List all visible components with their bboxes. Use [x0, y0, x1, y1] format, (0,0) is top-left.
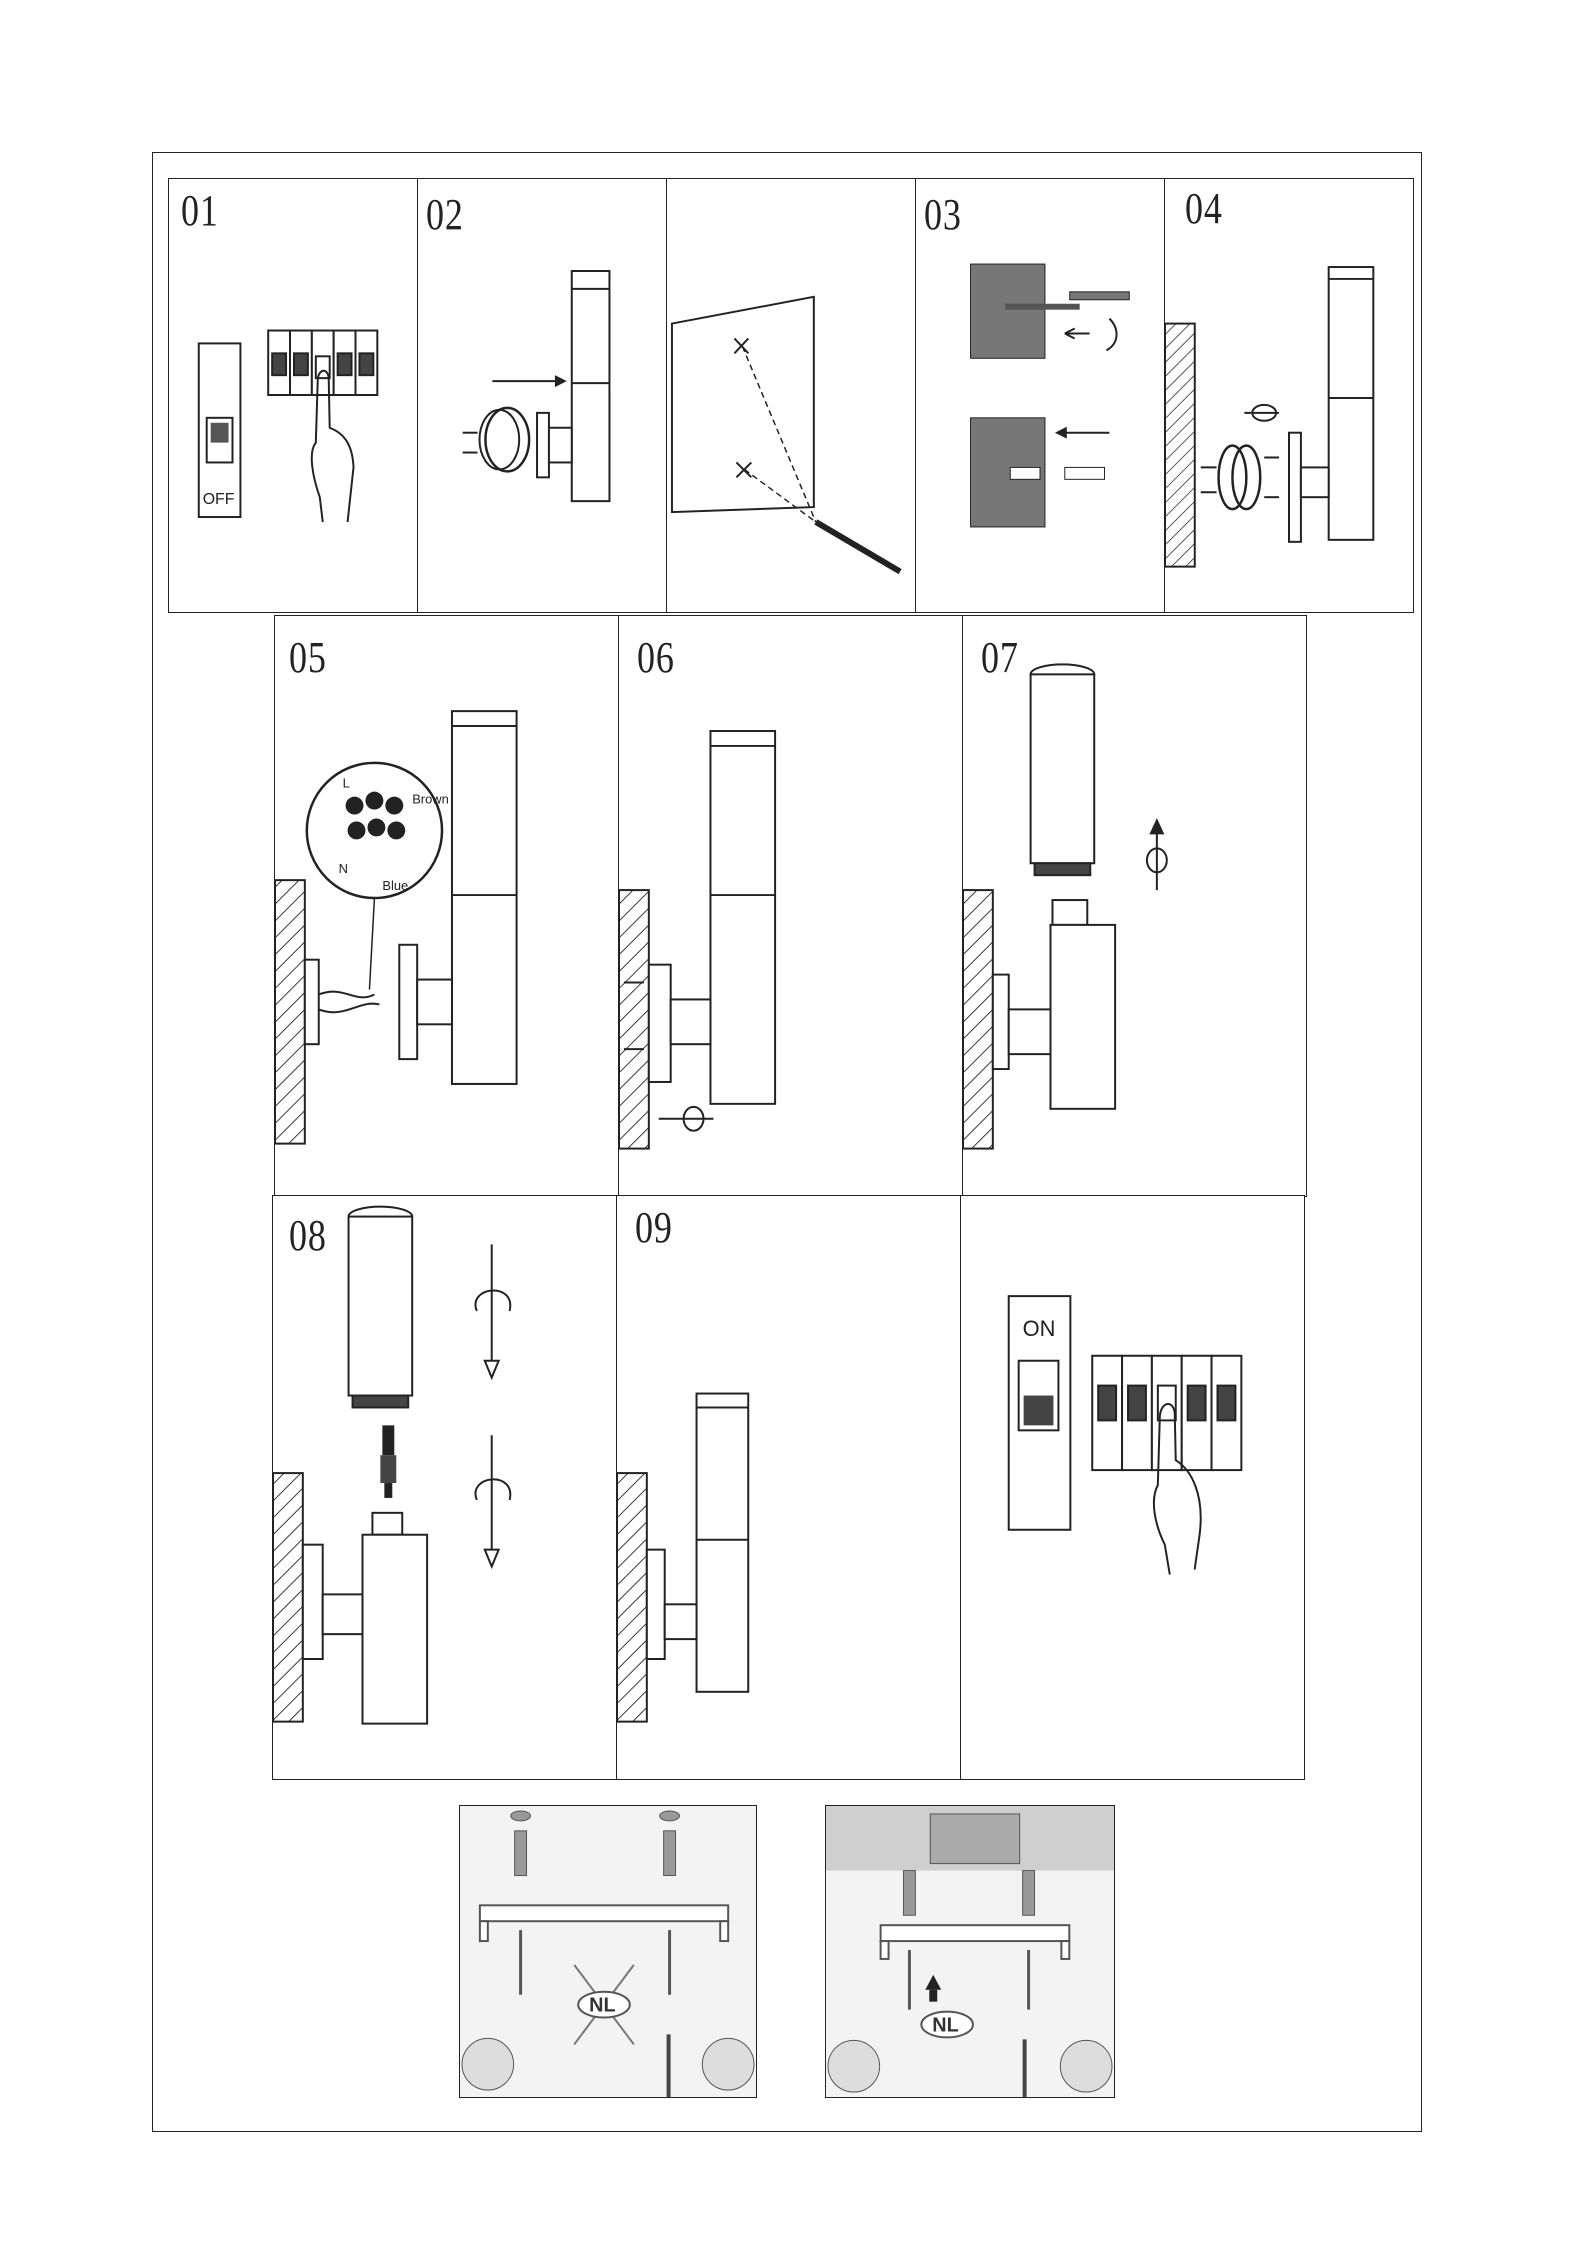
wall-plug-icon — [971, 418, 1110, 527]
step-01-panel: 01 OFF — [168, 178, 418, 613]
rotate-arrow-icon — [659, 1107, 714, 1131]
assembled-lamp-illustration — [617, 1196, 960, 1779]
power-switch-icon: OFF — [199, 343, 241, 517]
switch-on-panel: ON — [960, 1195, 1305, 1780]
drill-icon — [828, 2040, 880, 2092]
switch-on-label: ON — [1023, 1316, 1056, 1341]
step-05-panel: 05 L N Brown Blue — [274, 615, 619, 1197]
drilling-illustration — [916, 179, 1164, 612]
bulb-icon — [380, 1425, 396, 1498]
wall-lamp-icon — [399, 711, 516, 1084]
switch-off-label: OFF — [203, 491, 235, 508]
neutral-wire-label: N — [339, 861, 348, 876]
step-09-panel: 09 — [616, 1195, 961, 1780]
wall-lamp-icon — [323, 1207, 427, 1724]
rotate-arrow-icon — [1147, 820, 1167, 890]
step-02-panel: 02 — [417, 178, 667, 613]
step-06-panel: 06 — [618, 615, 963, 1197]
drill-icon — [462, 2038, 514, 2090]
wall-lamp-icon — [1289, 267, 1373, 542]
marking-panel — [666, 178, 916, 613]
wall-lamp-icon — [1009, 664, 1115, 1108]
power-switch-icon: ON — [1009, 1296, 1071, 1530]
wall-lamp-icon — [671, 731, 775, 1104]
cover-removal-illustration — [963, 616, 1306, 1196]
wall-lamp-icon — [537, 271, 609, 501]
step-07-panel: 07 — [962, 615, 1307, 1197]
lamp-mounting-illustration — [619, 616, 962, 1196]
power-switch-on-illustration: ON — [961, 1196, 1304, 1779]
power-switch-off-illustration: OFF — [169, 179, 417, 612]
nl-badge: NL — [589, 1995, 615, 2017]
bracket-fixing-illustration — [1165, 179, 1413, 612]
step-04-panel: 04 — [1164, 178, 1414, 613]
nl-badge: NL — [932, 2014, 958, 2036]
bulb-installation-illustration — [273, 1196, 616, 1779]
wall-lamp-icon — [665, 1394, 749, 1692]
rotate-arrow-icon — [475, 1244, 510, 1566]
drill-icon — [971, 264, 1130, 358]
wall-marking-illustration — [667, 179, 915, 612]
breaker-panel-icon — [1092, 1356, 1241, 1470]
brown-wire-label: Brown — [412, 792, 449, 807]
breaker-panel-icon — [268, 331, 377, 395]
step-08-panel: 08 — [272, 1195, 617, 1780]
incorrect-bracket-mounting-illustration: NL — [460, 1806, 756, 2097]
correct-mounting-panel: NL — [825, 1805, 1115, 2098]
lamp-disassembly-illustration — [418, 179, 666, 612]
rotate-arrow-icon — [1244, 405, 1279, 421]
live-wire-label: L — [343, 776, 350, 791]
step-03-panel: 03 — [915, 178, 1165, 613]
wiring-illustration: L N Brown Blue — [275, 616, 618, 1196]
correct-bracket-mounting-illustration: NL — [826, 1806, 1114, 2097]
blue-wire-label: Blue — [382, 878, 408, 893]
incorrect-mounting-panel: NL — [459, 1805, 757, 2098]
